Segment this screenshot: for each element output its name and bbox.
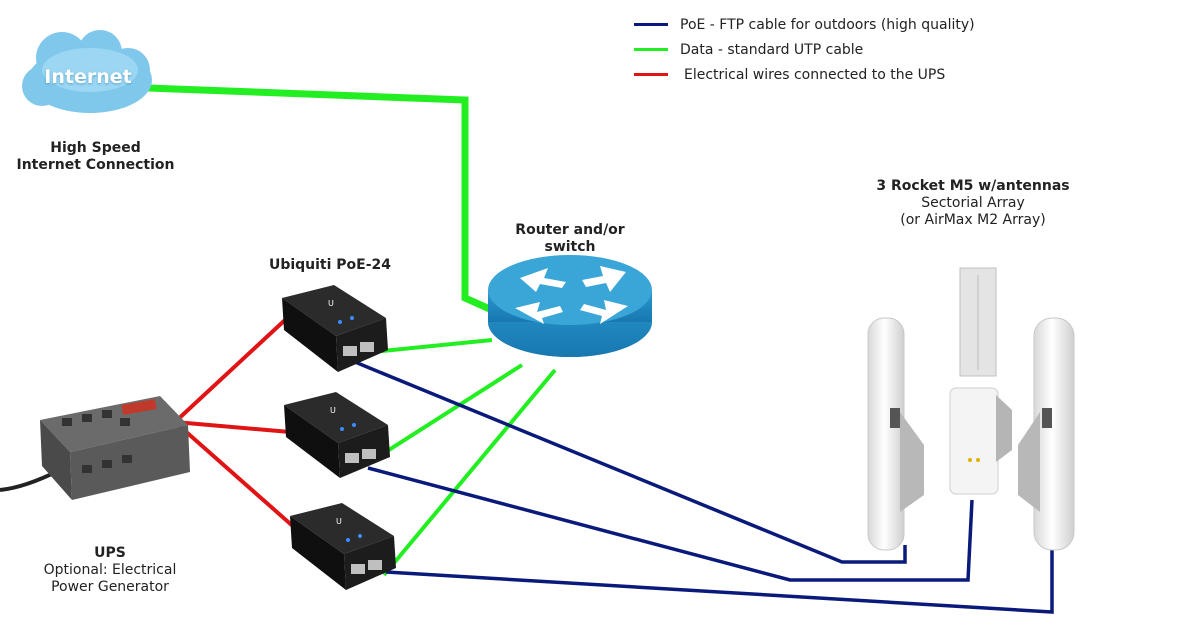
ups-to-poe2-wire <box>174 420 291 434</box>
router-to-poe1-cable <box>371 338 493 354</box>
legend-swatch <box>634 23 668 26</box>
poe3-to-antenna-right-cable <box>385 548 1054 614</box>
router-caption-line1: Router and/or <box>515 222 625 238</box>
internet-caption-line1: High Speed <box>50 140 141 156</box>
power-wires <box>173 318 297 530</box>
ups-device <box>0 396 190 500</box>
antennas-caption-line1: 3 Rocket M5 w/antennas <box>876 178 1070 194</box>
internet-caption: High Speed Internet Connection <box>8 140 183 174</box>
legend-swatch <box>634 48 668 51</box>
poe-injector-2: U <box>284 392 390 478</box>
legend-item-data-cable: Data - standard UTP cable <box>634 37 975 62</box>
internet-caption-line2: Internet Connection <box>16 157 175 173</box>
router-icon <box>488 255 652 357</box>
legend-label: Electrical wires connected to the UPS <box>684 66 946 83</box>
legend-label: Data - standard UTP cable <box>680 41 864 58</box>
poe2-to-antenna-center-cable <box>367 466 974 582</box>
antenna-sector-center <box>949 267 1012 495</box>
internet-cloud-label: Internet <box>44 66 132 88</box>
ups-caption-line2: Optional: Electrical <box>43 562 177 578</box>
poe-cables <box>354 360 1054 614</box>
ups-caption-line3: Power Generator <box>51 579 169 595</box>
poe-caption: Ubiquiti PoE-24 <box>268 257 392 273</box>
cable-legend: PoE - FTP cable for outdoors (high quali… <box>634 12 975 87</box>
antenna-sector-left <box>867 317 924 551</box>
ups-to-poe1-wire <box>173 318 287 424</box>
antennas-caption-line3: (or AirMax M2 Array) <box>900 212 1046 228</box>
internet-to-router-cable <box>147 84 494 314</box>
ubiquiti-logo: U <box>336 517 342 526</box>
ubiquiti-logo: U <box>328 299 334 308</box>
poe1-to-antenna-left-cable <box>354 360 907 564</box>
legend-label: PoE - FTP cable for outdoors (high quali… <box>680 16 975 33</box>
internet-cloud <box>22 30 152 113</box>
data-cables <box>147 84 557 577</box>
router-to-poe3-cable <box>382 368 557 577</box>
antennas-caption: 3 Rocket M5 w/antennas Sectorial Array (… <box>840 178 1106 229</box>
antenna-sector-right <box>1018 317 1075 551</box>
ups-caption: UPS Optional: Electrical Power Generator <box>20 545 200 596</box>
ups-caption-line1: UPS <box>94 545 126 561</box>
router-caption-line2: switch <box>544 239 596 255</box>
ubiquiti-logo: U <box>330 406 336 415</box>
legend-item-power-wire: Electrical wires connected to the UPS <box>634 62 975 87</box>
antennas-caption-line2: Sectorial Array <box>921 195 1025 211</box>
router-arrows-icon <box>515 266 628 324</box>
legend-item-poe-cable: PoE - FTP cable for outdoors (high quali… <box>634 12 975 37</box>
router-to-poe2-cable <box>368 363 524 464</box>
ups-to-poe3-wire <box>173 420 297 530</box>
poe-injector-1: U <box>282 285 388 372</box>
router-caption: Router and/or switch <box>500 222 640 256</box>
poe-injector-3: U <box>290 503 396 590</box>
legend-swatch <box>634 73 668 76</box>
